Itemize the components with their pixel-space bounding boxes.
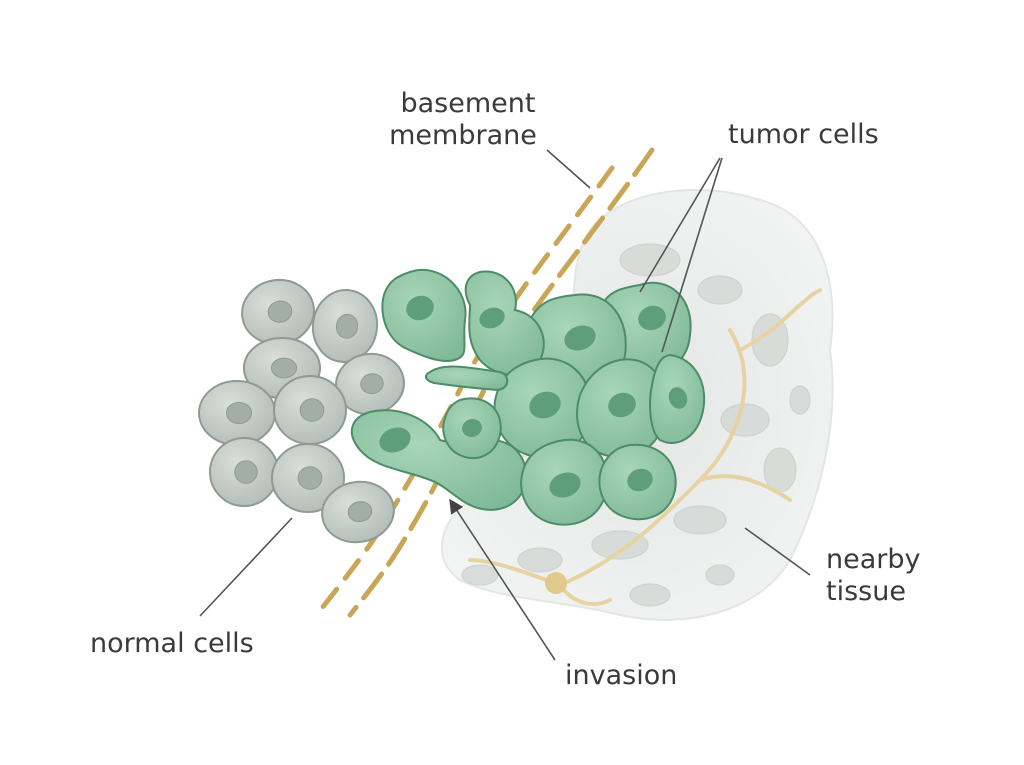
normal-cell [274,376,346,444]
normal-cell [199,381,275,445]
normal-cells-label: normal cells [90,628,254,659]
tumor-cells-label: tumor cells [728,119,879,150]
invasion-label: invasion [565,660,677,691]
basement-membrane-label-line1: basement [401,88,536,119]
tumor-cell [443,398,500,458]
tumor-cell [382,270,465,361]
basement-membrane-leader [547,150,590,188]
normal-cell [210,438,278,506]
basement-membrane-label-line2: membrane [389,120,537,151]
tumor-cell [599,445,675,520]
normal-cells-leader [200,518,292,616]
nearby-tissue-label-line2: tissue [826,576,906,607]
nearby-tissue-label-line1: nearby [826,544,921,575]
tumor-cell [521,440,607,525]
